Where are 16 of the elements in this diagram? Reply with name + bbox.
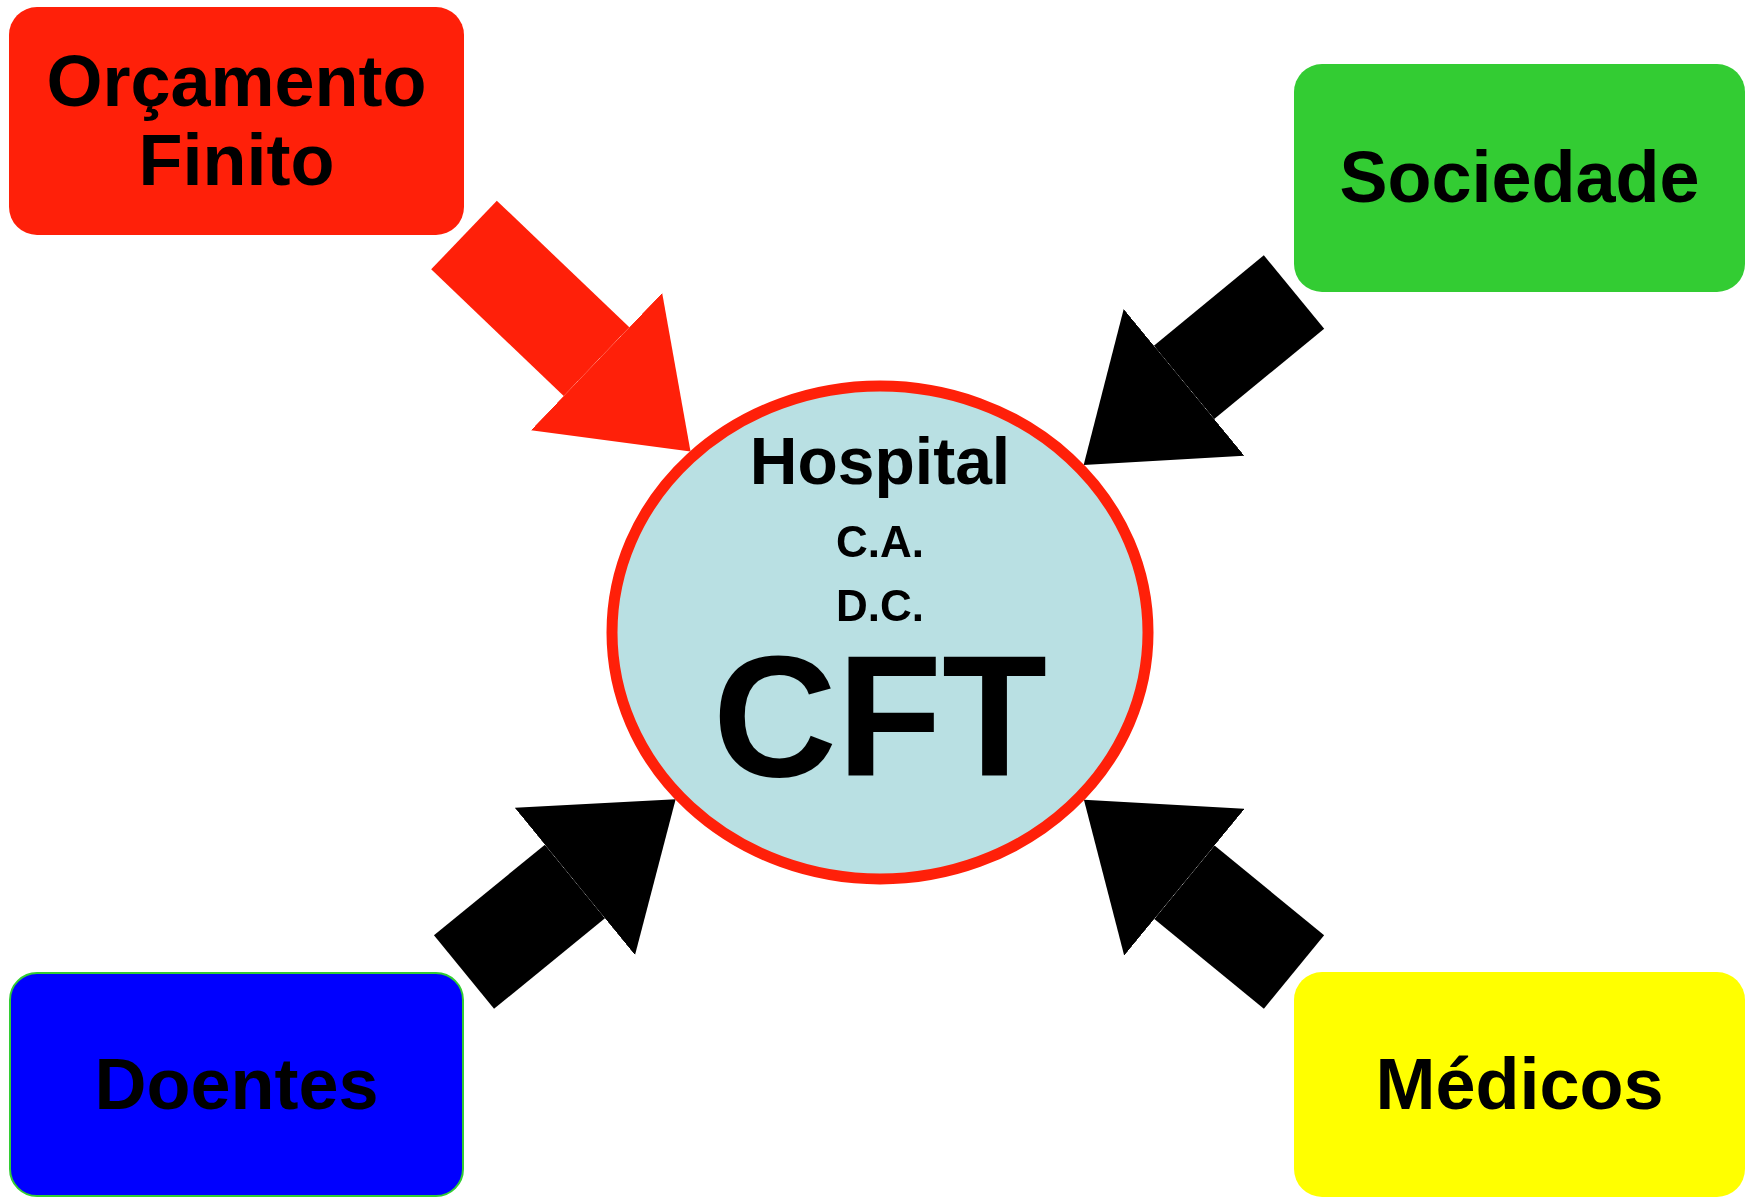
category-label: Doentes: [94, 1044, 379, 1125]
hospital-ellipse: [606, 380, 1154, 885]
category-label: Médicos: [1375, 1044, 1664, 1125]
abbreviation-label: C.A.: [836, 520, 924, 564]
category-label: Sociedade: [1339, 138, 1700, 218]
category-box: [1294, 64, 1745, 292]
category-label: Orçamento Finito: [45, 41, 428, 201]
block-arrow: [431, 200, 691, 452]
block-arrow: [1083, 799, 1325, 1009]
category-box: [9, 972, 464, 1197]
block-arrow: [433, 799, 676, 1009]
block-arrow: [1083, 255, 1325, 465]
acronym-label: CFT: [712, 630, 1048, 802]
category-box: [9, 7, 464, 235]
category-box: [1294, 972, 1745, 1197]
abbreviation-label: D.C.: [836, 584, 924, 628]
